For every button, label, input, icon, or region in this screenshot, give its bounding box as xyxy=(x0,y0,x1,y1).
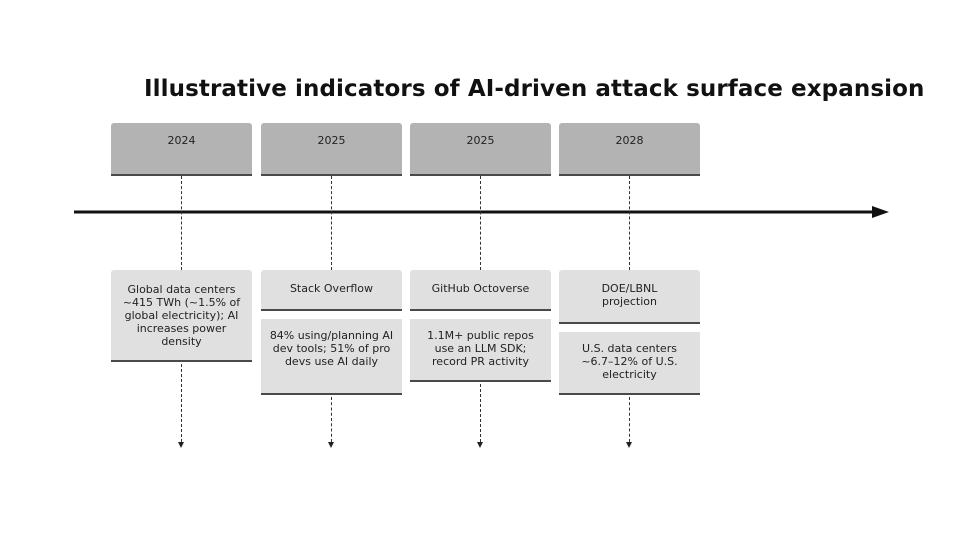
event-year-label: 2025 xyxy=(261,123,402,176)
event-drop-line xyxy=(629,397,630,442)
event-connector xyxy=(629,176,630,270)
event-description: 84% using/planning AI dev tools; 51% of … xyxy=(261,319,402,395)
event-drop-line xyxy=(480,384,481,442)
event-source-label: GitHub Octoverse xyxy=(410,270,551,311)
arrow-down-icon xyxy=(477,442,483,448)
diagram-title: Illustrative indicators of AI-driven att… xyxy=(144,76,925,102)
timeline-arrowhead xyxy=(872,206,889,218)
arrow-down-icon xyxy=(626,442,632,448)
event-connector xyxy=(480,176,481,270)
event-drop-line xyxy=(331,397,332,442)
event-description: U.S. data centers ~6.7–12% of U.S. elect… xyxy=(559,332,700,395)
event-drop-line xyxy=(181,364,182,442)
event-connector xyxy=(181,176,182,270)
event-connector xyxy=(331,176,332,270)
arrow-down-icon xyxy=(328,442,334,448)
event-description: Global data centers ~415 TWh (~1.5% of g… xyxy=(111,270,252,362)
event-description: 1.1M+ public repos use an LLM SDK; recor… xyxy=(410,319,551,382)
event-year-label: 2024 xyxy=(111,123,252,176)
event-source-label: DOE/LBNL projection xyxy=(559,270,700,324)
arrow-down-icon xyxy=(178,442,184,448)
event-source-label: Stack Overflow xyxy=(261,270,402,311)
event-year-label: 2028 xyxy=(559,123,700,176)
event-year-label: 2025 xyxy=(410,123,551,176)
